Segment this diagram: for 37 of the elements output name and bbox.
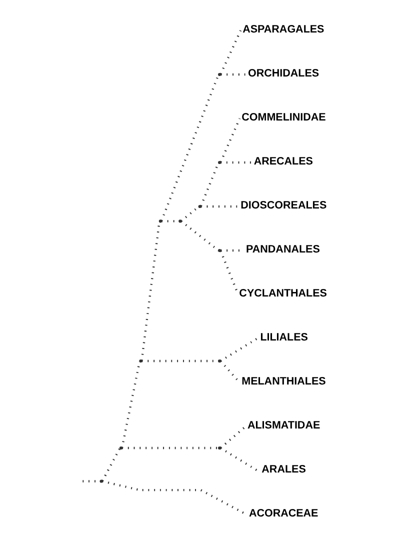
connector <box>220 338 258 362</box>
node-text: ARECALES <box>253 155 312 168</box>
node-text: ACORACEAE <box>248 507 318 520</box>
node-point <box>218 72 221 76</box>
node-text: ORCHIDALES <box>247 67 319 80</box>
node-point <box>118 446 122 450</box>
node-text: COMMELINIDAE <box>241 111 326 124</box>
connector <box>219 118 240 162</box>
node-text: PANDANALES <box>246 243 320 256</box>
node-text: CYCLANTHALES <box>238 287 326 300</box>
connector <box>219 30 242 74</box>
connector <box>200 205 238 208</box>
connector <box>160 74 219 222</box>
node-point <box>158 220 162 223</box>
node-point <box>218 446 221 450</box>
node-point <box>99 480 102 483</box>
connector <box>141 360 218 362</box>
connector <box>220 161 251 164</box>
node-text: ASPARAGALES <box>242 23 324 36</box>
node-point <box>198 204 201 208</box>
node-point <box>218 160 221 164</box>
node-text: DIOSCOREALES <box>240 199 326 212</box>
node-text: ARALES <box>261 463 306 476</box>
node-text: LILIALES <box>260 331 308 344</box>
node-point <box>178 220 182 223</box>
connector <box>220 73 246 76</box>
connector <box>101 448 120 482</box>
node-point <box>218 248 221 252</box>
connector <box>180 220 219 252</box>
connector <box>220 426 246 449</box>
connector <box>220 447 258 472</box>
node-point <box>138 359 142 363</box>
node-text: MELANTHIALES <box>241 375 326 388</box>
connector <box>180 206 199 222</box>
node-text: ALISMATIDAE <box>246 419 320 432</box>
connector <box>122 446 218 450</box>
node-point <box>218 359 221 363</box>
